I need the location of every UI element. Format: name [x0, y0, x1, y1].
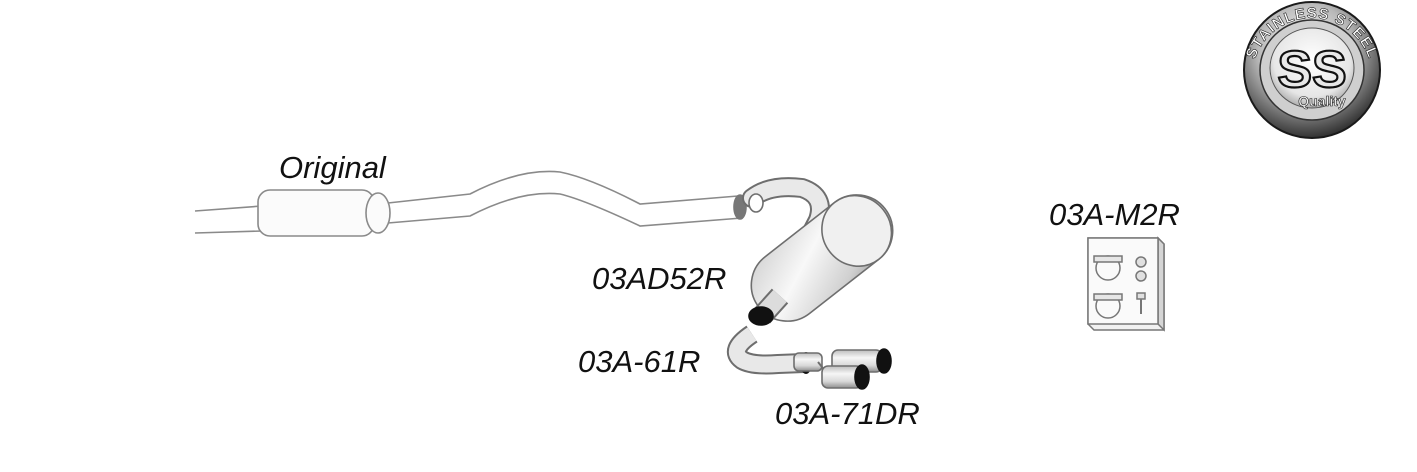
badge-letters: SS: [1277, 41, 1346, 99]
label-double-tip: 03A-71DR: [775, 396, 920, 431]
rear-silencer: [742, 177, 894, 326]
badge-sub-text: Quality: [1298, 93, 1346, 109]
label-tail-pipe: 03A-61R: [578, 344, 701, 379]
silencer-outlet: [748, 306, 774, 326]
label-rear-silencer: 03AD52R: [592, 261, 727, 296]
mounting-kit: [1087, 236, 1165, 332]
stainless-steel-badge: STAINLESS STEEL SS Quality: [1242, 1, 1381, 139]
label-original: Original: [279, 150, 386, 185]
double-tailpipe: [793, 348, 892, 390]
label-mounting-kit: 03A-M2R: [1049, 197, 1180, 232]
original-exhaust: [194, 170, 747, 237]
